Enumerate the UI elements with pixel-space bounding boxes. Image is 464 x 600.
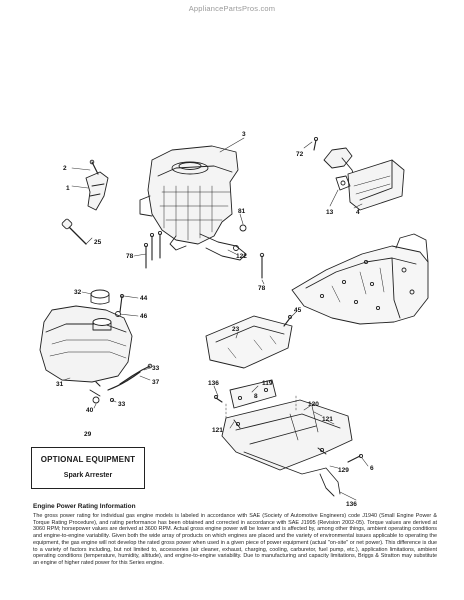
callout-72: 72 <box>296 151 304 158</box>
fuel-line <box>89 363 153 404</box>
callout-6: 6 <box>370 465 374 472</box>
callout-78-right: 78 <box>258 285 266 292</box>
callout-33-upper: 33 <box>152 365 160 372</box>
callout-40: 40 <box>86 407 94 414</box>
callout-13: 13 <box>326 209 334 216</box>
muffler-assembly <box>313 136 405 211</box>
callout-129: 129 <box>338 467 349 474</box>
callout-1: 1 <box>66 185 70 192</box>
optional-equipment-title: OPTIONAL EQUIPMENT <box>40 455 136 464</box>
heat-shield <box>205 315 293 369</box>
fuel-tank <box>39 289 133 383</box>
callout-37: 37 <box>152 379 160 386</box>
optional-equipment-item: Spark Arrester <box>63 472 113 479</box>
callout-4: 4 <box>356 209 360 216</box>
callout-25: 25 <box>94 239 102 246</box>
callout-44: 44 <box>140 295 148 302</box>
callout-29: 29 <box>84 431 92 438</box>
dipstick <box>61 218 87 245</box>
leader-lines <box>63 137 369 501</box>
callout-46: 46 <box>140 313 148 320</box>
callout-136-lower: 136 <box>346 501 357 508</box>
washer-81 <box>239 224 247 232</box>
callout-120: 120 <box>308 401 319 408</box>
callout-32: 32 <box>74 289 82 296</box>
callout-45: 45 <box>294 307 302 314</box>
engine-power-heading: Engine Power Rating Information <box>33 503 136 510</box>
callout-121-left: 121 <box>212 427 223 434</box>
front-bracket-assembly <box>214 379 364 497</box>
callout-119: 119 <box>262 380 273 387</box>
callout-23: 23 <box>232 326 240 333</box>
engine-power-body: The gross power rating for individual ga… <box>33 513 437 566</box>
callout-33-lower: 33 <box>118 401 126 408</box>
callout-122: 122 <box>236 253 247 260</box>
callout-8: 8 <box>254 393 258 400</box>
callout-136-upper: 136 <box>208 380 219 387</box>
callout-81: 81 <box>238 208 246 215</box>
frame-chassis <box>291 233 429 325</box>
callout-labels: 3 2 1 25 78 81 122 78 72 13 4 23 45 32 4… <box>56 131 374 508</box>
optional-equipment-box: OPTIONAL EQUIPMENT Spark Arrester <box>31 447 145 489</box>
callout-2: 2 <box>63 165 67 172</box>
engine-assembly <box>139 145 247 261</box>
callout-121-right: 121 <box>322 416 333 423</box>
callout-3: 3 <box>242 131 246 138</box>
control-bracket <box>85 159 109 211</box>
watermark: AppliancePartsPros.com <box>188 4 276 13</box>
callout-78-left: 78 <box>126 253 134 260</box>
engine-bolts-left <box>143 230 163 269</box>
callout-31: 31 <box>56 381 64 388</box>
